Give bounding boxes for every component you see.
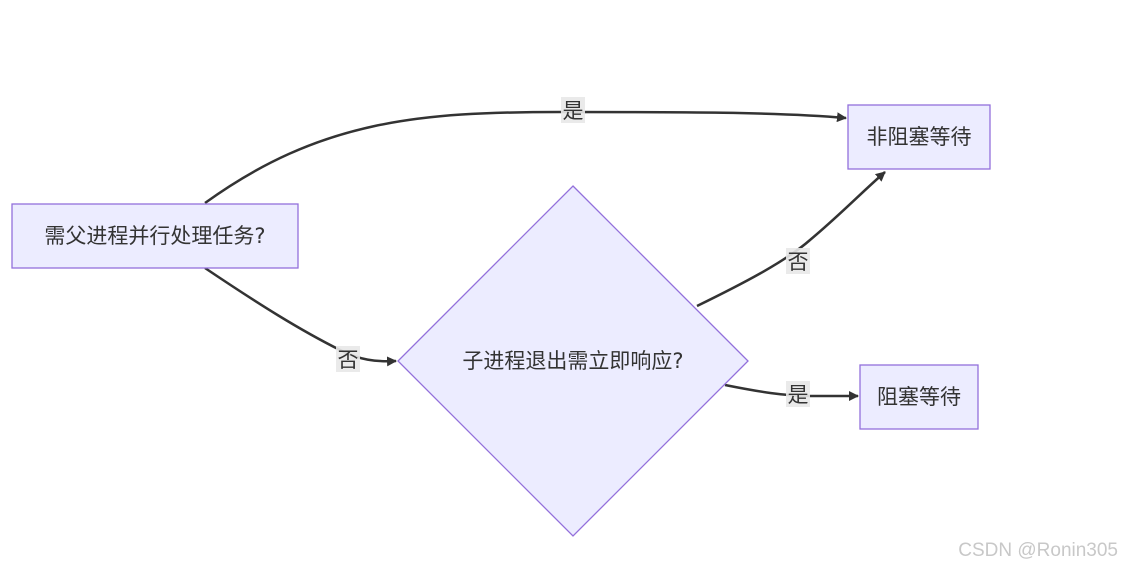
node-start: 需父进程并行处理任务? bbox=[11, 203, 299, 269]
edge-start-to-nonblocking bbox=[204, 110, 847, 205]
node-decision: 子进程退出需立即响应? bbox=[397, 185, 749, 537]
node-blocking: 阻塞等待 bbox=[859, 364, 979, 430]
edge-path bbox=[696, 171, 886, 308]
node-label: 阻塞等待 bbox=[877, 385, 961, 409]
watermark-text: CSDN @Ronin305 bbox=[958, 540, 1118, 561]
node-label: 子进程退出需立即响应? bbox=[462, 349, 683, 373]
edge-label-decision-to-blocking: 是 bbox=[786, 381, 810, 407]
edge-label-start-to-decision: 否 bbox=[336, 346, 360, 372]
edge-label: 是 bbox=[563, 99, 584, 123]
edge-path bbox=[204, 110, 847, 205]
edge-start-to-decision bbox=[204, 266, 397, 367]
node-label: 非阻塞等待 bbox=[867, 125, 972, 149]
edge-label-decision-to-nonblocking: 否 bbox=[786, 248, 810, 274]
edge-label-start-to-nonblocking: 是 bbox=[561, 97, 585, 123]
node-box bbox=[847, 104, 991, 170]
edge-label-bg bbox=[786, 248, 810, 274]
edge-label-bg bbox=[561, 97, 585, 123]
node-box bbox=[859, 364, 979, 430]
edge-path bbox=[204, 266, 397, 367]
edge-label-bg bbox=[336, 346, 360, 372]
edge-decision-to-nonblocking bbox=[696, 171, 886, 308]
edge-label: 否 bbox=[338, 348, 359, 372]
node-label: 需父进程并行处理任务? bbox=[44, 224, 265, 248]
edge-label: 否 bbox=[788, 250, 809, 274]
decision-diamond bbox=[397, 185, 749, 537]
node-nonblocking: 非阻塞等待 bbox=[847, 104, 991, 170]
edge-label: 是 bbox=[788, 383, 809, 407]
edge-label-bg bbox=[786, 381, 810, 407]
node-box bbox=[11, 203, 299, 269]
